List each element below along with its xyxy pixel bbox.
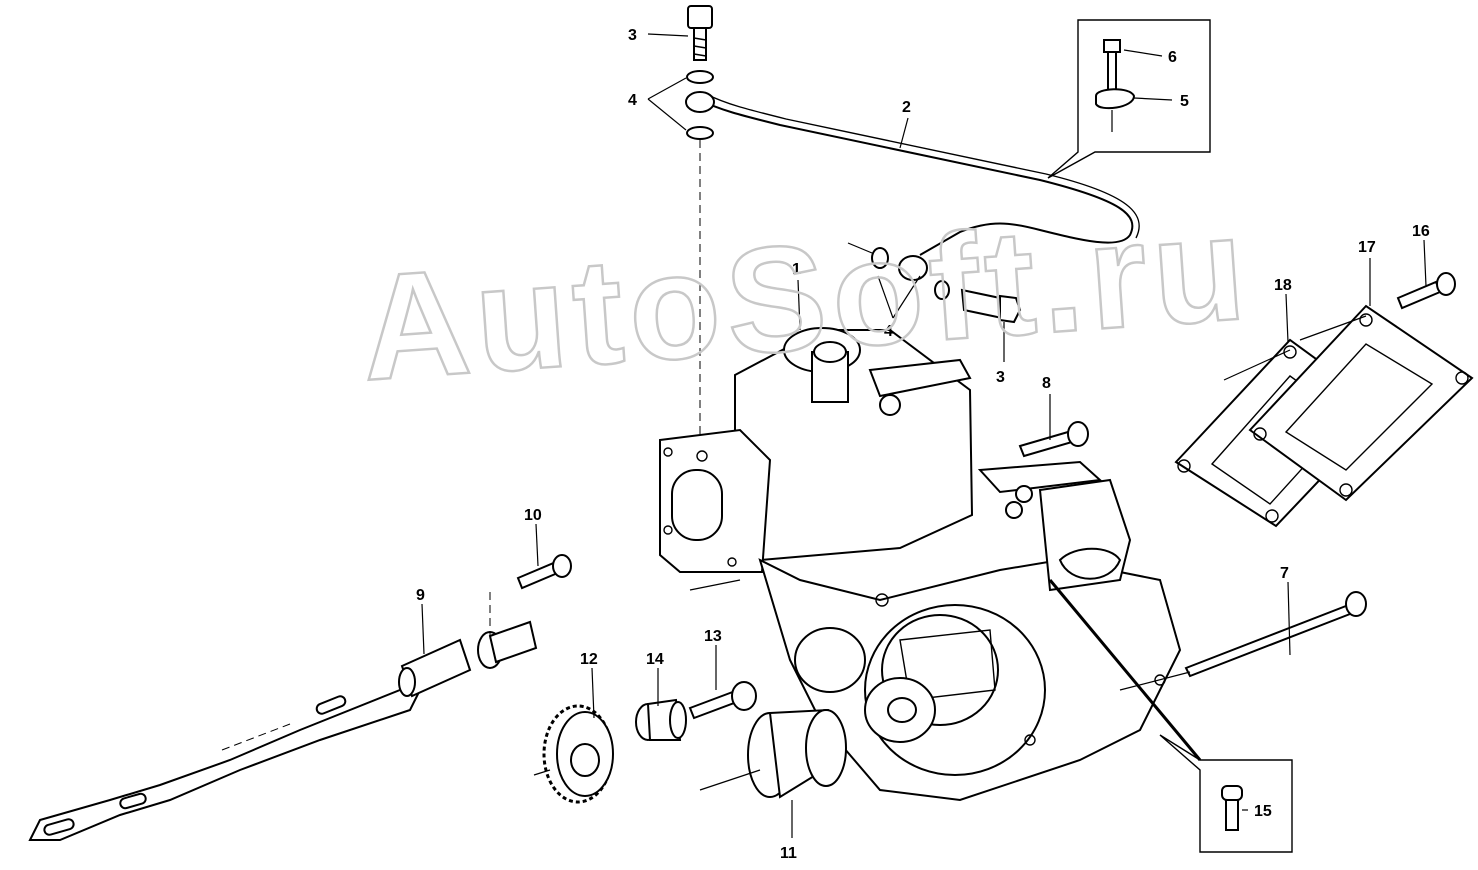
- callout-5: 5: [1180, 93, 1189, 110]
- fuel-pipe-part-2: [685, 91, 1140, 281]
- callout-labels: 3 4 2 6 5 1 4 3 8 16 17 18 7 10 9 12 14 …: [416, 27, 1430, 862]
- bolt-part-13: [688, 681, 757, 720]
- banjo-bolt-top-part-3: [687, 5, 713, 61]
- screw-part-16: [1396, 272, 1456, 310]
- screw-inset-box: [1159, 734, 1293, 853]
- callout-18: 18: [1274, 277, 1292, 294]
- callout-14: 14: [646, 651, 664, 668]
- bolt-part-10: [516, 554, 572, 590]
- callout-3-lower: 3: [996, 369, 1005, 386]
- callout-15: 15: [1254, 803, 1272, 820]
- bolt-part-8: [1018, 421, 1089, 458]
- washers-lower-part-4: [871, 247, 950, 300]
- callout-12: 12: [580, 651, 598, 668]
- callout-4-lower: 4: [884, 323, 893, 340]
- callout-8: 8: [1042, 375, 1051, 392]
- callout-3-top: 3: [628, 27, 637, 44]
- cover-plate-part-17: [1248, 304, 1474, 502]
- control-rod-part-9: [28, 620, 538, 841]
- callout-6: 6: [1168, 49, 1177, 66]
- watermark: AutoSoft.ru: [356, 182, 1256, 412]
- callout-11: 11: [780, 845, 797, 862]
- callout-16: 16: [1412, 223, 1430, 240]
- callout-4-top: 4: [628, 92, 637, 109]
- callout-2: 2: [902, 99, 911, 116]
- banjo-bolt-lower-part-3: [960, 288, 1022, 324]
- injection-pump-body-part-1: [659, 327, 1182, 802]
- leader-lines: [421, 33, 1427, 838]
- washers-top-part-4: [686, 70, 714, 140]
- callout-1: 1: [792, 261, 801, 278]
- callout-10: 10: [524, 507, 542, 524]
- callout-17: 17: [1358, 239, 1376, 256]
- callout-13: 13: [704, 628, 722, 645]
- bushing-part-14: [635, 698, 687, 741]
- sleeve-part-11: [747, 708, 847, 799]
- long-bolt-part-7: [1184, 591, 1367, 678]
- callout-7: 7: [1280, 565, 1289, 582]
- callout-9: 9: [416, 587, 425, 604]
- clip-inset-box: [1047, 19, 1211, 179]
- gear-part-12: [542, 704, 614, 804]
